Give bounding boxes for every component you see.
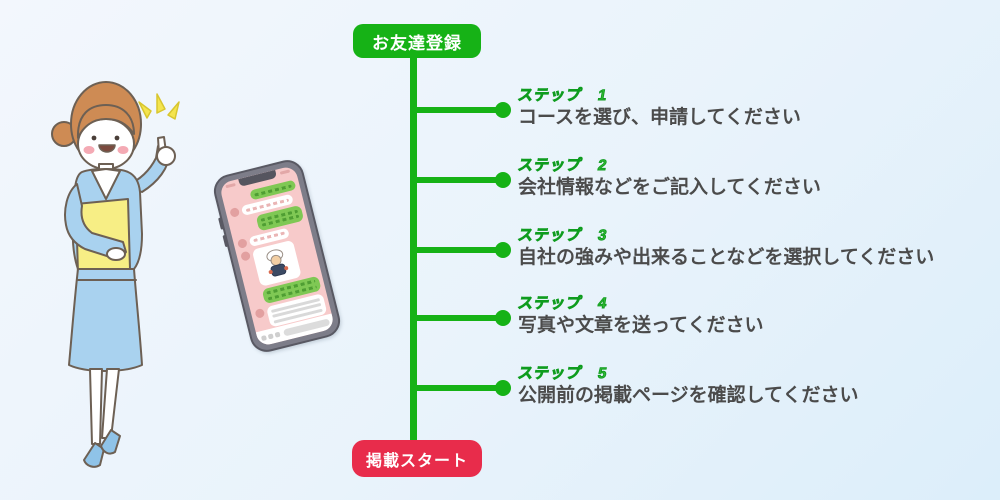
phone-illustration xyxy=(210,156,344,356)
step-connector xyxy=(410,385,503,391)
step-item-3: ステップ 3 自社の強みや出来ることなどを選択してください xyxy=(410,226,1000,290)
step-label: ステップ 3 xyxy=(516,227,609,245)
input-bar-icon xyxy=(260,335,268,342)
step-description: 公開前の掲載ページを確認してください xyxy=(518,385,859,406)
input-bar-icon xyxy=(274,331,281,338)
step-label: ステップ 1 xyxy=(516,87,609,105)
step-item-4: ステップ 4 写真や文章を送ってください xyxy=(410,294,1000,358)
phone-volume-button xyxy=(218,217,224,230)
step-dot xyxy=(495,242,511,258)
step-dot xyxy=(495,310,511,326)
step-label: ステップ 2 xyxy=(516,157,609,175)
step-dot xyxy=(495,172,511,188)
start-badge-label: お友達登録 xyxy=(372,33,462,53)
step-label: ステップ 4 xyxy=(516,295,609,313)
step-description: 会社情報などをご記入してください xyxy=(518,177,821,198)
chat-sticker-character xyxy=(251,239,302,287)
step-description: 自社の強みや出来ることなどを選択してください xyxy=(518,247,935,268)
step-description: コースを選び、申請してください xyxy=(518,107,801,128)
phone-volume-button xyxy=(222,234,229,248)
step-item-5: ステップ 5 公開前の掲載ページを確認してください xyxy=(410,364,1000,428)
phone-chat-screen xyxy=(218,165,336,347)
step-item-1: ステップ 1 コースを選び、申請してください xyxy=(410,86,1000,150)
step-connector xyxy=(410,177,503,183)
chat-thread xyxy=(221,173,332,335)
chat-row xyxy=(240,235,317,289)
step-dot xyxy=(495,380,511,396)
start-badge: お友達登録 xyxy=(353,24,481,58)
avatar xyxy=(254,307,266,319)
end-badge-label: 掲載スタート xyxy=(365,452,468,470)
step-description: 写真や文章を送ってください xyxy=(518,315,764,336)
end-badge: 掲載スタート xyxy=(352,440,482,477)
step-item-2: ステップ 2 会社情報などをご記入してください xyxy=(410,156,1000,220)
step-label: ステップ 5 xyxy=(516,365,609,383)
avatar xyxy=(240,250,251,262)
step-dot xyxy=(495,102,511,118)
input-bar-icon xyxy=(267,333,274,340)
step-connector xyxy=(410,247,503,253)
woman-illustration xyxy=(51,81,180,468)
avatar xyxy=(229,206,241,218)
avatar xyxy=(236,237,248,249)
sticker-character-icon xyxy=(266,248,289,276)
step-connector xyxy=(410,315,503,321)
step-connector xyxy=(410,107,503,113)
